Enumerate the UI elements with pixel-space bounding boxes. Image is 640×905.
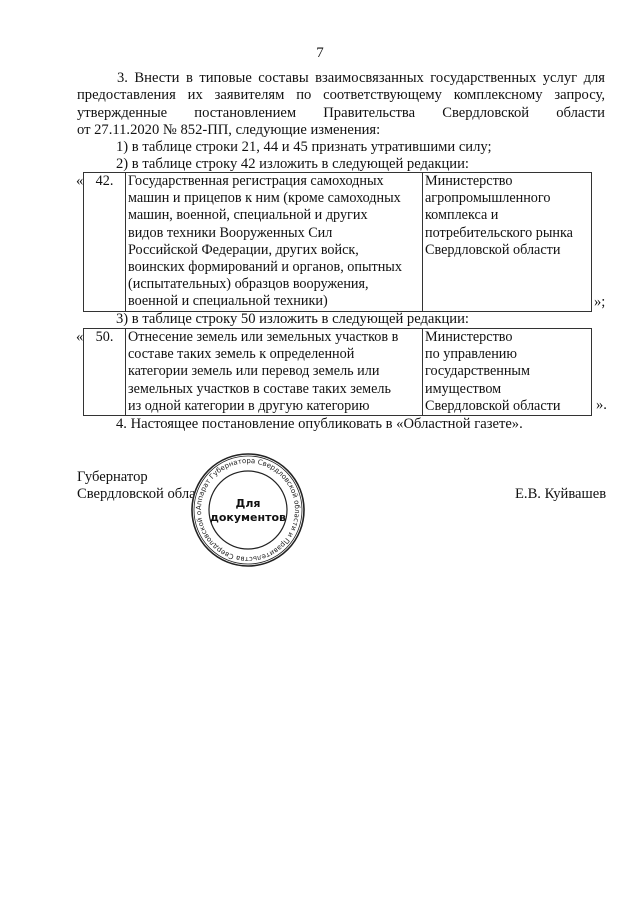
service-cell: Отнесение земель или земельных участков …: [125, 327, 423, 417]
service-line: Государственная регистрация самоходных: [128, 173, 384, 189]
subitem-1: 1) в таблице строки 21, 44 и 45 признать…: [116, 139, 492, 155]
table-row: 50. Отнесение земель или земельных участ…: [83, 327, 592, 417]
subitem-3: 3) в таблице строку 50 изложить в следую…: [116, 311, 469, 327]
service-line: видов техники Вооруженных Сил: [128, 224, 333, 241]
signatory-title-line: Свердловской области: [77, 486, 217, 502]
signatory-name: Е.В. Куйвашев: [515, 486, 607, 502]
signatory-title: Губернатор Свердловской области: [77, 469, 216, 503]
agency-line: Министерство: [425, 173, 513, 189]
service-line: военной и специальной техники): [128, 293, 328, 310]
service-line: (испытательных) образцов вооружения,: [128, 276, 369, 293]
agency-line: Свердловской области: [425, 241, 561, 258]
paragraph-3-line: утвержденные постановлением Правительств…: [77, 104, 605, 121]
row50-close-quote: ».: [596, 397, 607, 413]
agency-line: имуществом: [425, 380, 502, 397]
service-cell: Государственная регистрация самоходных м…: [125, 172, 423, 312]
paragraph-4: 4. Настоящее постановление опубликовать …: [116, 416, 523, 432]
stamp-center-line: документов: [210, 511, 286, 524]
paragraph-3: 3. Внести в типовые составы взаимосвязан…: [77, 70, 605, 140]
subitem-2: 2) в таблице строку 42 изложить в следую…: [116, 156, 469, 172]
service-line: Российской Федерации, других войск,: [128, 241, 359, 258]
agency-cell: Министерство агропромышленного комплекса…: [422, 172, 592, 312]
service-line: категории земель или перевод земель или: [128, 363, 380, 380]
row-50-table: 50. Отнесение земель или земельных участ…: [83, 327, 592, 417]
row50-open-quote: «: [76, 329, 84, 345]
service-line: машин и прицепов к ним (кроме самоходных: [128, 190, 401, 207]
paragraph-3-line: предоставления их заявителям по соответс…: [77, 87, 605, 104]
paragraph-3-line: 3. Внести в типовые составы взаимосвязан…: [117, 70, 605, 86]
service-line: воинских формирований и органов, опытных: [128, 259, 402, 276]
agency-cell: Министерство по управлению государственн…: [422, 327, 592, 417]
agency-line: государственным: [425, 363, 530, 380]
service-line: из одной категории в другую категорию: [128, 397, 370, 414]
row-number: 50.: [83, 327, 126, 417]
paragraph-3-line: от 27.11.2020 № 852-ПП, следующие измене…: [77, 122, 381, 139]
service-line: составе таких земель к определенной: [128, 346, 355, 363]
stamp-inner-ring: [208, 470, 288, 550]
agency-line: Министерство: [425, 329, 513, 345]
agency-line: комплекса и: [425, 207, 499, 224]
page-number: 7: [316, 45, 324, 61]
agency-line: по управлению: [425, 346, 517, 363]
stamp-center-line: Для: [236, 497, 261, 510]
agency-line: агропромышленного: [425, 190, 551, 207]
agency-line: Свердловской области: [425, 397, 561, 414]
row42-open-quote: «: [76, 173, 84, 189]
service-line: машин, военной, специальной и других: [128, 207, 368, 224]
row-42-table: 42. Государственная регистрация самоходн…: [83, 172, 592, 312]
official-stamp: Аппарат Губернатора Свердловской области…: [190, 452, 305, 567]
agency-line: потребительского рынка: [425, 224, 573, 241]
service-line: земельных участков в составе таких земел…: [128, 380, 391, 397]
row-number: 42.: [83, 172, 126, 312]
row42-close-quote: »;: [594, 294, 606, 310]
table-row: 42. Государственная регистрация самоходн…: [83, 172, 592, 312]
stamp-outer-ring-inner: [193, 455, 303, 565]
service-line: Отнесение земель или земельных участков …: [128, 329, 399, 345]
signatory-title-line: Губернатор: [77, 469, 148, 485]
